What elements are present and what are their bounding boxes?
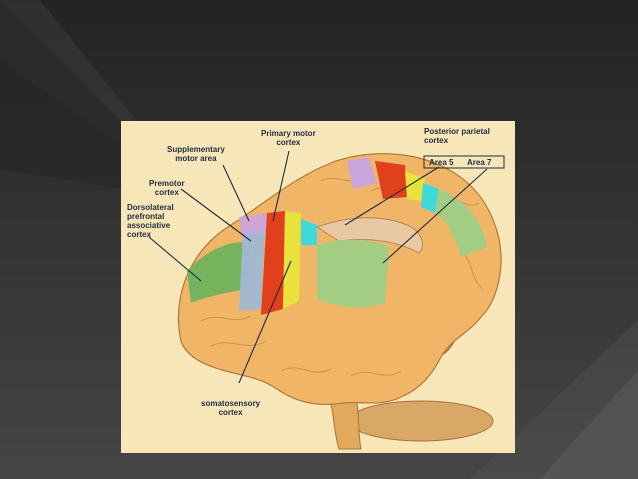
region-prefrontal [187,242,251,303]
label-dorsolateral-prefrontal: Dorsolateral prefrontal associative cort… [127,203,174,239]
region-posterior-parietal-red [375,161,407,199]
cerebellum [348,400,494,442]
pointer-primary-motor [272,150,290,222]
label-somatosensory-cortex: somatosensory cortex [201,399,261,417]
region-somatosensory [283,211,301,309]
region-posterior-parietal-cyan [421,183,439,213]
region-area-7 [317,239,389,308]
region-premotor [239,227,265,311]
area-label-box [423,155,505,169]
label-area-7: Area 7 [467,158,492,167]
pointer-supplementary-motor [222,164,250,222]
label-area-5: Area 5 [429,158,454,167]
pointer-area-5 [344,166,440,226]
region-area-5 [301,219,317,245]
cingulate-region [315,217,423,254]
label-posterior-parietal-cortex: Posterior parietal cortex [424,127,490,145]
brain-figure: Primary motor cortex Posterior parietal … [121,121,515,453]
pointer-premotor [180,188,252,242]
label-supplementary-motor-area: Supplementary motor area [167,145,225,163]
region-posterior-parietal-strip [347,157,377,189]
brain-illustration [148,150,505,450]
pointer-area-7 [382,168,488,264]
region-posterior-parietal-green [435,189,487,257]
pointer-prefrontal [148,236,202,282]
label-primary-motor-cortex: Primary motor cortex [261,129,316,147]
label-premotor-cortex: Premotor cortex [149,179,185,197]
region-supplementary-motor [239,213,271,235]
pointer-somatosensory [238,260,292,384]
